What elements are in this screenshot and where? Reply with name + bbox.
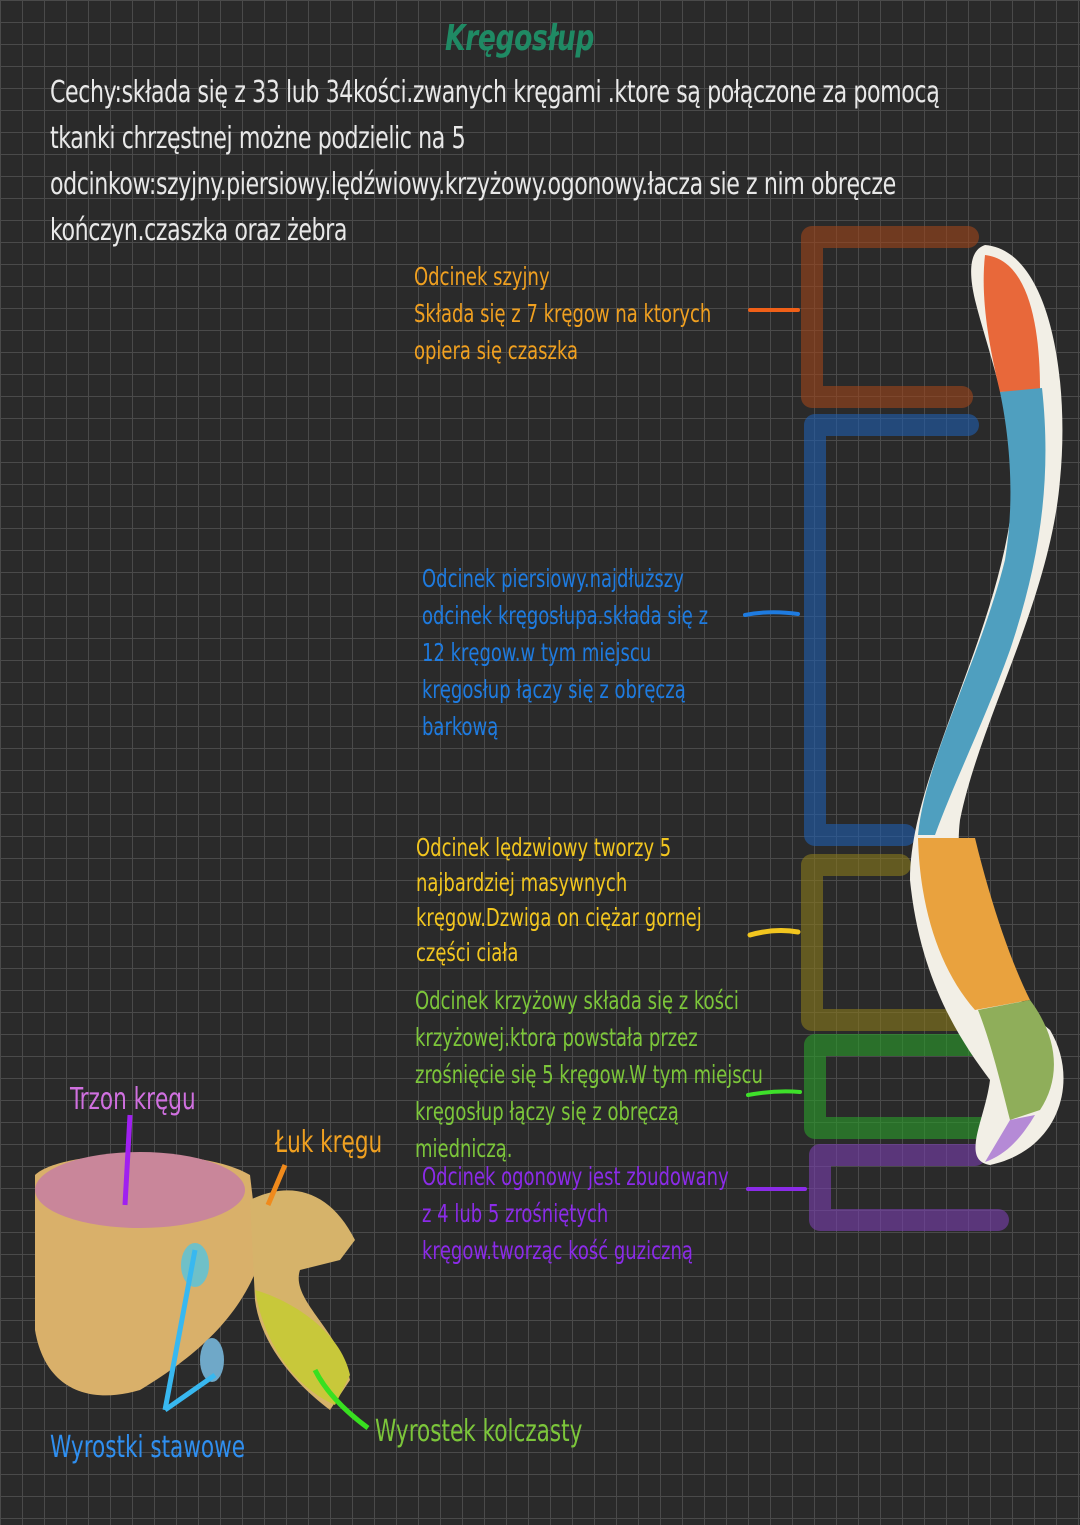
pointer-arch: [265, 1164, 288, 1206]
intro-line: odcinkow:szyjny.piersiowy.lędźwiowy.krzy…: [50, 167, 896, 202]
articular-facet: [200, 1338, 224, 1382]
bracket-sacral: [804, 1034, 1001, 1139]
pointer-body: [122, 1114, 133, 1206]
section-sacral: Odcinek krzyżowy składa się z kości krzy…: [415, 982, 763, 1167]
section-line: z 4 lub 5 zrośniętych: [422, 1199, 609, 1228]
intro-line: kończyn.czaszka oraz żebra: [50, 213, 348, 248]
section-line: barkową: [422, 712, 499, 741]
section-heading: Odcinek piersiowy.najdłuższy: [422, 564, 684, 593]
section-line: kręgosłup łączy się z obręczą: [422, 675, 686, 704]
pointer-spinous: [312, 1368, 370, 1431]
section-heading: Odcinek krzyżowy składa się z kości: [415, 986, 739, 1015]
pointer-articular: [162, 1249, 217, 1413]
label-spinous-process: Wyrostek kolczasty: [375, 1414, 583, 1449]
intro-line: Cechy:składa się z 33 lub 34kości.zwanyc…: [50, 75, 940, 110]
section-line: najbardziej masywnych: [416, 868, 628, 897]
label-articular-processes: Wyrostki stawowe: [50, 1430, 246, 1465]
cervical-vertebrae: [983, 255, 1040, 392]
section-line: części ciała: [416, 938, 519, 967]
section-line: miedniczą.: [415, 1134, 513, 1163]
section-line: krzyżowej.ktora powstała przez: [415, 1023, 698, 1052]
thoracic-vertebrae: [918, 388, 1046, 835]
label-vertebral-body: Trzon kręgu: [70, 1082, 196, 1117]
label-vertebral-arch: Łuk kręgu: [275, 1125, 383, 1160]
pointer-lumbar: [747, 928, 801, 938]
section-line: kręgow.Dzwiga on ciężar gornej: [416, 903, 702, 932]
section-lumbar: Odcinek lędzwiowy tworzy 5 najbardziej m…: [416, 830, 702, 970]
section-heading: Odcinek lędzwiowy tworzy 5: [416, 833, 672, 862]
section-coccygeal: Odcinek ogonowy jest zbudowany z 4 lub 5…: [422, 1158, 729, 1269]
section-line: zrośnięcie się 5 kręgow.W tym miejscu: [415, 1060, 763, 1089]
pointer-thoracic: [743, 610, 800, 617]
bracket-thoracic: [804, 414, 979, 846]
page-title: Kręgosłup: [445, 18, 594, 59]
coccyx: [985, 1115, 1035, 1162]
spinous-process: [255, 1290, 350, 1405]
intro-text: Cechy:składa się z 33 lub 34kości.zwanyc…: [50, 70, 940, 254]
section-line: kręgow.tworząc kość guziczną: [422, 1236, 693, 1265]
bracket-lumbar: [801, 854, 981, 1031]
section-line: odcinek kręgosłupa.składa się z: [422, 601, 709, 630]
section-line: opiera się czaszka: [414, 336, 579, 365]
section-cervical: Odcinek szyjny Składa się z 7 kręgow na …: [414, 258, 711, 369]
section-line: 12 kręgow.w tym miejscu: [422, 638, 652, 667]
section-heading: Odcinek szyjny: [414, 262, 550, 291]
section-heading: Odcinek ogonowy jest zbudowany: [422, 1162, 729, 1191]
section-thoracic: Odcinek piersiowy.najdłuższy odcinek krę…: [422, 560, 708, 745]
sacrum: [978, 1000, 1054, 1120]
section-line: kręgosłup łączy się z obręczą: [415, 1097, 679, 1126]
bracket-cervical: [801, 226, 979, 408]
section-line: Składa się z 7 kręgow na ktorych: [414, 299, 712, 328]
lumbar-vertebrae: [918, 838, 1030, 1010]
body-top: [35, 1152, 245, 1228]
bracket-coccygeal: [809, 1144, 1009, 1231]
articular-facet: [181, 1243, 209, 1287]
intro-line: tkanki chrzęstnej możne podzielic na 5: [50, 121, 466, 156]
pointer-sacral: [746, 1089, 802, 1097]
